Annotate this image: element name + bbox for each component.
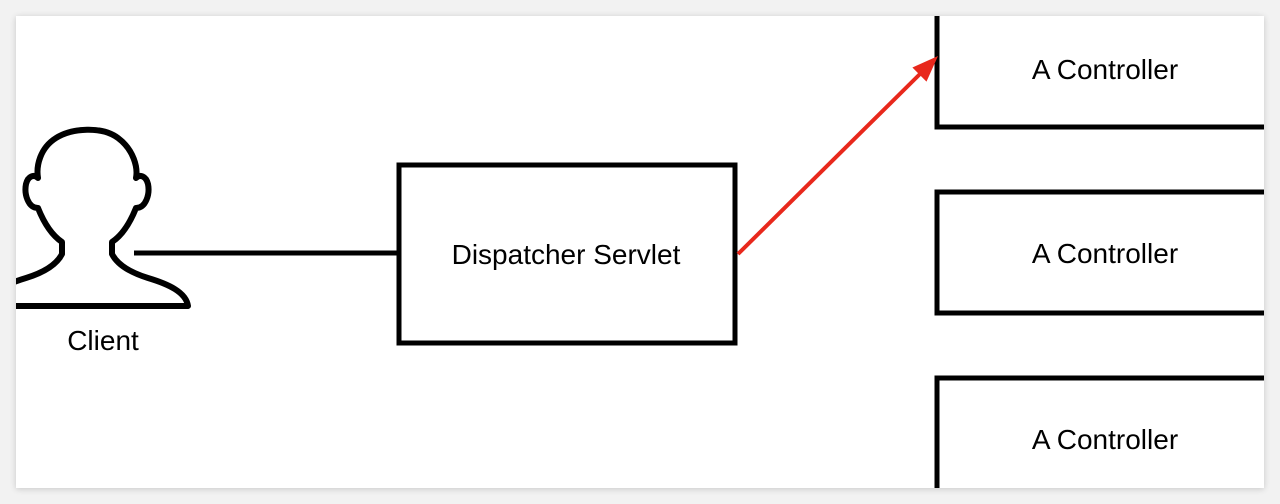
controller-box-2 (934, 189, 1264, 316)
controller-label-2: A Controller (1031, 238, 1179, 269)
controller-box-1 (934, 16, 1264, 130)
dispatcher-servlet-label: Dispatcher Servlet (451, 239, 681, 270)
diagram-svg (16, 16, 1264, 488)
controller-label-3: A Controller (1031, 424, 1179, 455)
client-label: Client (67, 325, 139, 356)
dispatcher-servlet-box (396, 162, 738, 346)
controller-label-1: A Controller (1031, 54, 1179, 85)
dispatch-arrow-head (912, 56, 938, 82)
client-person-icon (16, 126, 191, 309)
diagram-canvas: Client Dispatcher Servlet A Controller A… (16, 16, 1264, 488)
dispatch-arrow-line (736, 70, 924, 256)
controller-box-3 (934, 375, 1264, 488)
